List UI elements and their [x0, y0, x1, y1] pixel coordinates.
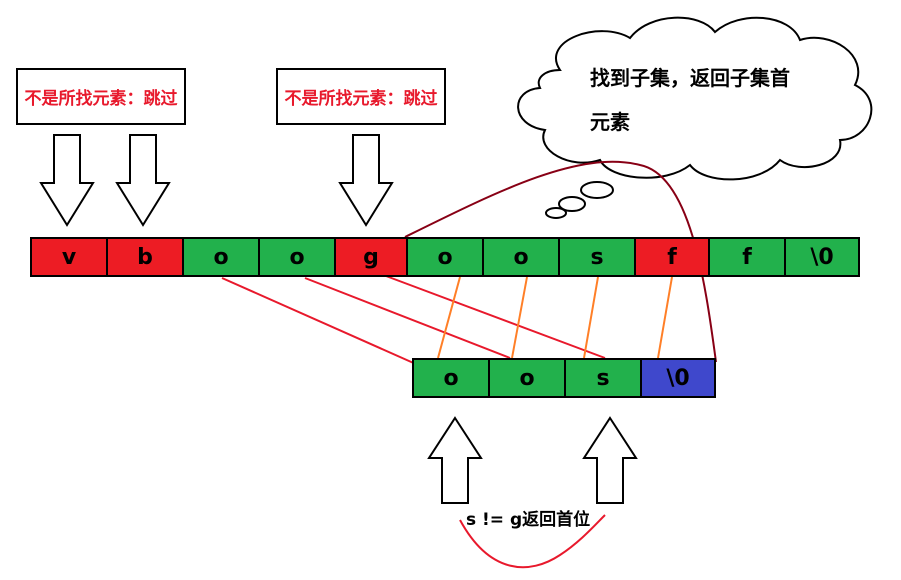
main-cell-8: f	[634, 237, 710, 277]
sub-cell-2: s	[564, 358, 642, 398]
main-cell-9: f	[708, 237, 786, 277]
down-arrow-2	[115, 134, 171, 227]
bottom-return-curve	[459, 514, 606, 569]
up-arrow-1	[427, 416, 483, 504]
down-arrow-1	[39, 134, 95, 227]
cloud-text-line1: 找到子集，返回子集首	[590, 66, 790, 90]
down-arrow-3	[338, 134, 394, 227]
cloud-text-line2: 元素	[590, 110, 630, 134]
main-cell-3: o	[258, 237, 336, 277]
sub-cell-1: o	[488, 358, 566, 398]
skip-label-right: 不是所找元素：跳过	[276, 68, 446, 125]
subset-found-arc	[404, 160, 717, 363]
red-connector-3	[385, 275, 606, 359]
orange-connector-4	[657, 276, 673, 359]
orange-connector-1	[437, 276, 461, 359]
main-cell-0: v	[30, 237, 108, 277]
thought-cloud	[517, 16, 873, 219]
red-connector-1	[221, 277, 419, 366]
orange-connector-2	[511, 276, 528, 359]
main-cell-7: s	[558, 237, 636, 277]
red-connector-2	[304, 277, 511, 359]
main-cell-6: o	[482, 237, 560, 277]
main-cell-10: \0	[784, 237, 860, 277]
bottom-note: s != g返回首位	[466, 510, 591, 530]
sub-cell-0: o	[412, 358, 490, 398]
sub-cell-3: \0	[640, 358, 716, 398]
main-cell-4: g	[334, 237, 408, 277]
main-cell-5: o	[406, 237, 484, 277]
main-cell-2: o	[182, 237, 260, 277]
up-arrow-2	[582, 416, 638, 504]
orange-connector-3	[583, 276, 599, 359]
skip-label-left: 不是所找元素：跳过	[16, 68, 186, 125]
main-cell-1: b	[106, 237, 184, 277]
